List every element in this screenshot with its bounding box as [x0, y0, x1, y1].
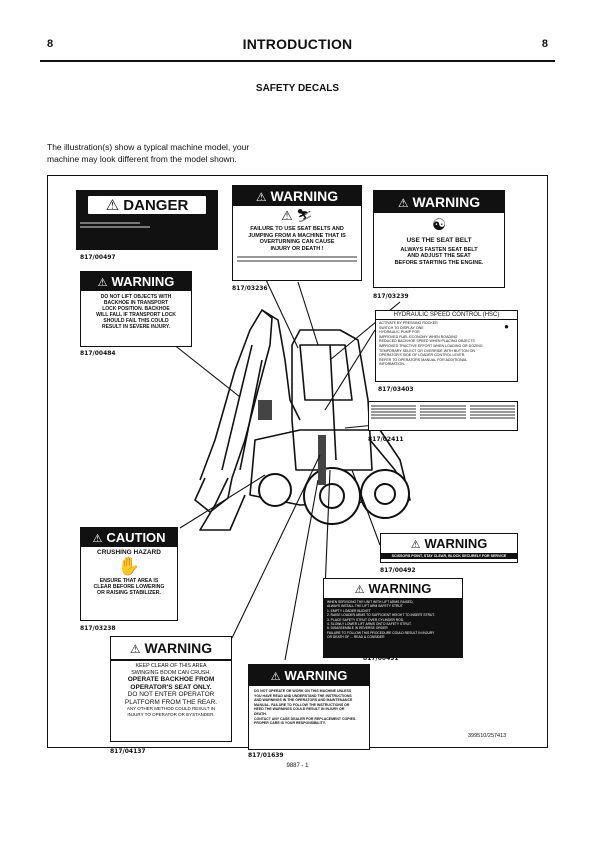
part-number: 817/00484 — [80, 350, 116, 357]
warning-triangle-icon: ⚠ — [354, 584, 365, 596]
person-jumping-icon: ⛷ — [296, 208, 313, 223]
warning-decal-swing-boom: ⚠WARNING KEEP CLEAR OF THIS AREA SWINGIN… — [110, 636, 232, 742]
part-number: 817/02411 — [368, 436, 404, 443]
part-number: 817/03236 — [232, 285, 268, 292]
seated-operator-icon: ☯ — [431, 217, 447, 234]
intro-text: The illustration(s) show a typical machi… — [47, 142, 250, 164]
controls-decal — [368, 401, 518, 431]
warning-triangle-icon: ⚠ — [92, 533, 103, 545]
warning-decal-seatbelt-rollover: ⚠WARNING ⚠ ⛷ FAILURE TO USE SEAT BELTS A… — [232, 185, 362, 281]
caution-decal-crushing: ⚠CAUTION CRUSHING HAZARD ✋ ENSURE THAT A… — [80, 527, 178, 621]
warning-triangle-icon: ⚠ — [97, 277, 108, 289]
warning-triangle-icon: ⚠ — [129, 642, 141, 656]
warning-decal-lift-arm: ⚠WARNING WHEN SERVICING THE UNIT WITH LI… — [323, 578, 463, 658]
header-rule — [40, 60, 555, 62]
warning-decal-read-manual: ⚠WARNING DO NOT OPERATE OR WORK ON THIS … — [248, 664, 370, 750]
warning-decal-backhoe-lock: ⚠WARNING DO NOT LIFT OBJECTS WITH BACKHO… — [80, 271, 192, 347]
page-number-right: 8 — [541, 38, 548, 50]
warning-triangle-icon: ⚠ — [105, 197, 120, 214]
figure-reference: 399510/257413 — [468, 733, 507, 739]
part-number: 817/00492 — [380, 567, 416, 574]
part-number: 817/04137 — [110, 748, 146, 755]
page-number-left: 8 — [47, 38, 54, 50]
part-number: 817/01639 — [248, 752, 284, 759]
hydraulic-speed-control-decal: HYDRAULIC SPEED CONTROL (HSC) ACTIVATE B… — [375, 310, 518, 382]
crushing-hand-icon: ✋ — [117, 556, 141, 576]
part-number: 817/00491 — [363, 655, 399, 662]
warning-decal-scissors: ⚠WARNING SCISSORS POINT, STAY CLEAR, BLO… — [380, 533, 518, 563]
warning-triangle-icon: ⚠ — [410, 539, 421, 551]
danger-decal: ⚠ DANGER — [76, 190, 218, 250]
turtle-icon: ● — [504, 322, 509, 331]
part-number: 817/03239 — [373, 293, 409, 300]
warning-triangle-icon: ⚠ — [270, 671, 281, 683]
rollover-pictogram-icon: ⚠ — [281, 208, 293, 223]
warning-triangle-icon: ⚠ — [397, 196, 409, 210]
part-number: 817/03403 — [378, 386, 414, 393]
page-footer: 9887 - 1 — [286, 763, 309, 769]
page-title: INTRODUCTION — [242, 36, 353, 52]
part-number: 817/03238 — [80, 625, 116, 632]
warning-decal-seat-belt: ⚠WARNING ☯ USE THE SEAT BELT ALWAYS FAST… — [373, 190, 505, 288]
part-number: 817/00497 — [80, 254, 116, 261]
section-title: SAFETY DECALS — [255, 83, 340, 94]
warning-triangle-icon: ⚠ — [255, 190, 267, 204]
